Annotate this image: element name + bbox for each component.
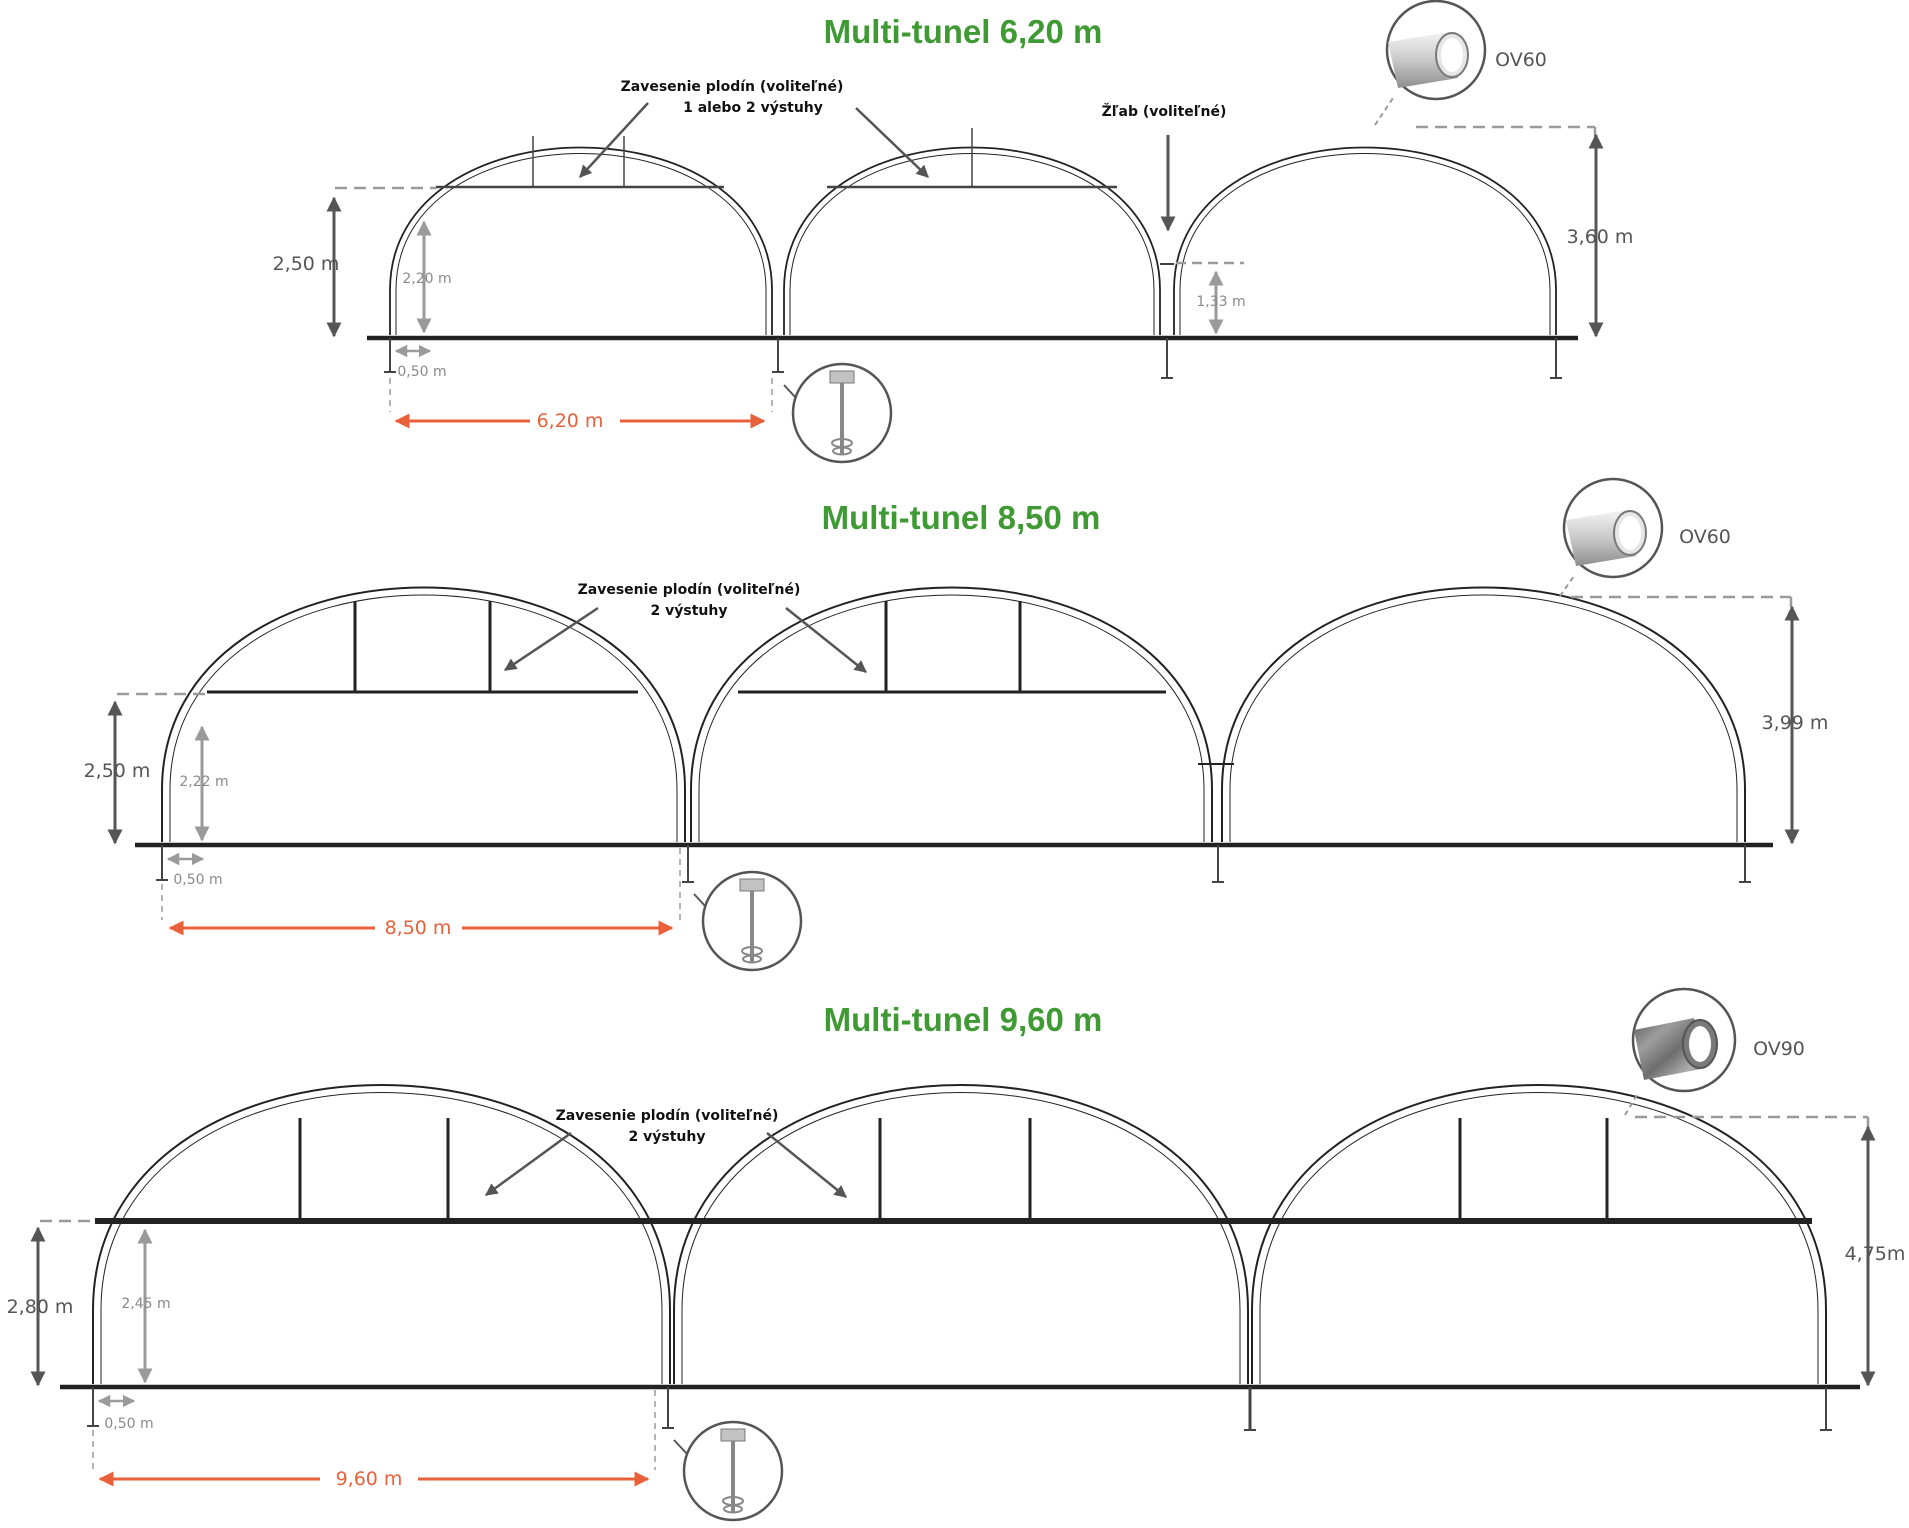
crop-note-line-2: 2 výstuhy <box>651 603 728 619</box>
section-title: Multi-tunel 9,60 m <box>824 1001 1103 1038</box>
arch-1 <box>92 1084 671 1384</box>
ground-screw-anchor-icon <box>791 362 893 464</box>
profile-label: OV90 <box>1753 1038 1805 1060</box>
section-8-50: Multi-tunel 8,50 m 2,50 m <box>84 477 1829 972</box>
side-height-label: 2,50 m <box>273 253 340 275</box>
crop-note-line-2: 2 výstuhy <box>629 1129 706 1145</box>
arch-3-inner <box>1259 1092 1819 1384</box>
arch-1 <box>389 146 773 335</box>
note-arrow <box>855 107 929 178</box>
total-height-label: 3,99 m <box>1762 712 1829 734</box>
side-height-label: 2,50 m <box>84 760 151 782</box>
arch-1-inner <box>100 1092 663 1384</box>
offset-label: 0,50 m <box>104 1416 153 1432</box>
section-title: Multi-tunel 8,50 m <box>822 499 1101 536</box>
width-label: 8,50 m <box>385 917 452 939</box>
note-arrow <box>503 606 599 672</box>
crop-note-line-1: Zavesenie plodín (voliteľné) <box>556 1108 779 1124</box>
arch-2-inner <box>698 594 1205 842</box>
arch-3 <box>1251 1084 1827 1384</box>
arch-3 <box>1173 146 1557 335</box>
arch-1-inner <box>395 153 767 335</box>
width-label: 6,20 m <box>537 410 604 432</box>
arch-1 <box>161 586 686 842</box>
gutter-height-label: 1,33 m <box>1196 294 1245 310</box>
crop-note-line-2: 1 alebo 2 výstuhy <box>683 100 823 116</box>
arch-2 <box>690 586 1213 842</box>
arch-frames <box>389 146 1557 335</box>
note-arrow <box>785 607 867 673</box>
total-height-label: 3,60 m <box>1567 226 1634 248</box>
crop-supports <box>436 128 1174 265</box>
arch-2-inner <box>681 1092 1241 1384</box>
crop-supports <box>298 1118 1609 1220</box>
oval-tube-icon <box>1385 0 1487 101</box>
inner-height-label: 2,22 m <box>179 774 228 790</box>
note-arrow <box>484 1131 572 1197</box>
inner-height-label: 2,20 m <box>402 271 451 287</box>
arch-3-inner <box>1179 153 1551 335</box>
arch-frames <box>161 586 1746 842</box>
galvanized-oval-tube-icon <box>1631 987 1737 1093</box>
ground-screw-anchor-icon <box>682 1420 784 1522</box>
section-9-60: Multi-tunel 9,60 m 2,80 m <box>7 987 1906 1522</box>
arch-2 <box>673 1084 1249 1384</box>
profile-label: OV60 <box>1679 526 1731 548</box>
profile-label: OV60 <box>1495 49 1547 71</box>
width-label: 9,60 m <box>336 1468 403 1490</box>
ground-posts <box>156 845 1751 883</box>
crop-note-line-1: Zavesenie plodín (voliteľné) <box>621 79 844 95</box>
arch-1-inner <box>169 594 678 842</box>
offset-label: 0,50 m <box>173 872 222 888</box>
ground-screw-anchor-icon <box>701 870 803 972</box>
section-6-20: Multi-tunel 6,20 m <box>273 0 1634 464</box>
ground-posts <box>87 1387 1832 1431</box>
arch-3-inner <box>1229 594 1738 842</box>
side-height-label: 2,80 m <box>7 1296 74 1318</box>
section-title: Multi-tunel 6,20 m <box>824 13 1103 50</box>
crop-note-line-1: Zavesenie plodín (voliteľné) <box>578 582 801 598</box>
note-arrow <box>579 102 649 178</box>
arch-3 <box>1221 586 1746 842</box>
arch-frames <box>92 1084 1827 1384</box>
inner-height-label: 2,45 m <box>121 1296 170 1312</box>
oval-tube-icon <box>1562 477 1664 579</box>
total-height-label: 4,75m <box>1845 1243 1906 1265</box>
ground-posts <box>384 338 1562 379</box>
note-arrow <box>766 1132 847 1198</box>
offset-label: 0,50 m <box>397 364 446 380</box>
crop-supports <box>207 601 1234 765</box>
gutter-note: Žľab (voliteľné) <box>1102 103 1227 120</box>
